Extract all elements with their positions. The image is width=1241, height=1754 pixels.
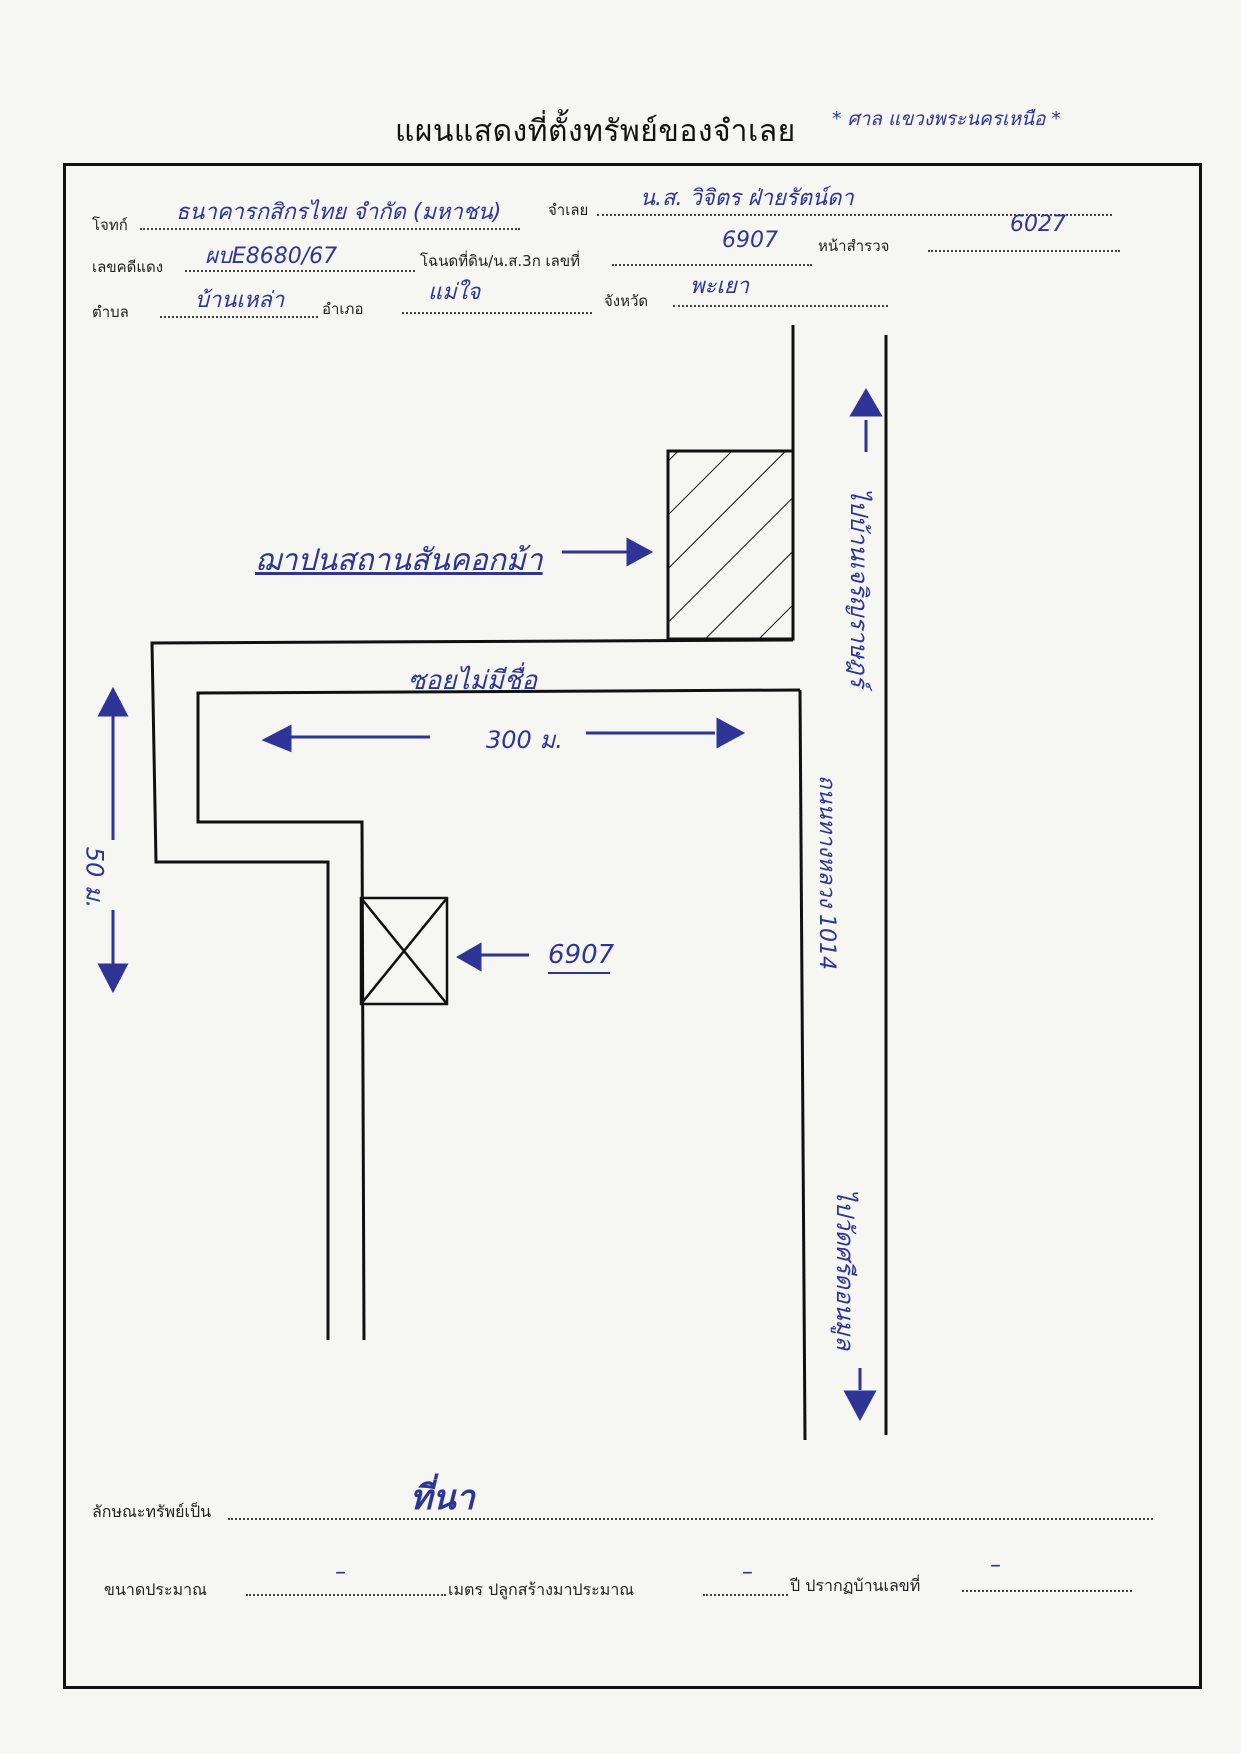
distance-vertical-label: 50 ม. [80,846,109,909]
size-dotline [246,1594,446,1596]
landmark-label: ฌาปนสถานสันคอกม้า [255,543,543,578]
red-case-dotline [185,270,415,272]
deed-value: 6907 [722,228,778,253]
alley-road [150,638,801,1341]
alley-label: ซอยไม่มีชื่อ [408,666,538,696]
plaintiff-label: โจทก์ [92,216,128,234]
size-value: – [335,1560,346,1585]
red-case-label: เลขคดีแดง [92,258,164,276]
house-number-value: – [990,1553,1001,1578]
court-note: * ศาล แขวงพระนครเหนือ * [832,108,1061,130]
plaintiff-dotline [140,228,520,230]
highway-label: ถนนทางหลวง 1014 [814,774,840,971]
defendant-value: น.ส. วิจิตร ฝ่ายรัตน์ดา [640,186,854,211]
subdistrict-value: บ้านเหล่า [195,288,285,313]
district-value: แม่ใจ [428,280,481,305]
district-dotline [402,312,592,314]
district-label: อำเภอ [322,300,364,318]
deed-label: โฉนดที่ดิน/น.ส.3ก เลขที่ [420,252,581,270]
deed-dotline [612,264,812,266]
province-value: พะเยา [690,274,750,299]
defendant-label: จำเลย [548,201,589,219]
built-dotline [703,1594,788,1596]
parcel-number-label: 6907 [548,940,615,970]
map-frame [63,163,1202,1689]
property-type-dotline [228,1518,1153,1520]
built-label: เมตร ปลูกสร้างมาประมาณ [448,1580,635,1599]
house-number-dotline [962,1590,1132,1592]
subdistrict-dotline [160,316,318,318]
built-value: – [742,1560,753,1585]
property-type-value: ที่นา [410,1478,475,1518]
survey-page-label: หน้าสำรวจ [818,237,890,255]
page-title: แผนแสดงที่ตั้งทรัพย์ของจำเลย [395,114,796,149]
subdistrict-label: ตำบล [92,303,129,321]
direction-south-label: ไปวัดศรีดอนมูล [831,1188,860,1351]
annotation-arrows [97,388,883,1422]
property-type-label: ลักษณะทรัพย์เป็น [92,1502,212,1521]
parcel-box [359,896,449,1006]
survey-page-value: 6027 [1010,212,1066,237]
direction-north-label: ไปบ้านเจริญราษฎร์ [845,487,874,688]
crematorium-building [666,449,795,641]
province-dotline [673,305,888,307]
size-label: ขนาดประมาณ [104,1580,207,1599]
defendant-dotline [597,214,1112,216]
distance-horizontal-label: 300 ม. [486,726,563,754]
survey-page-dotline [928,250,1120,252]
red-case-value: ผบE8680/67 [205,244,338,269]
province-label: จังหวัด [604,292,649,310]
plaintiff-value: ธนาคารกสิกรไทย จำกัด (มหาชน) [176,200,502,225]
house-number-label: ปี ปรากฏบ้านเลขที่ [790,1576,921,1595]
